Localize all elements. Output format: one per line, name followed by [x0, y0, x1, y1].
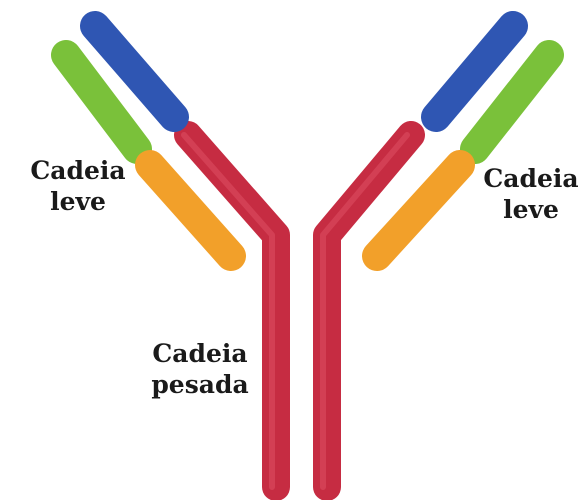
light-chain-label-right: Cadeia leve	[475, 163, 587, 225]
heavy-chain	[184, 135, 411, 487]
heavy-chain-right-strand	[327, 135, 411, 487]
label-line: Cadeia	[475, 163, 587, 194]
label-line: Cadeia	[14, 155, 142, 186]
heavy-chain-label: Cadeia pesada	[140, 338, 260, 400]
heavy-variable-regions	[95, 26, 513, 117]
label-line: pesada	[140, 369, 260, 400]
label-line: Cadeia	[140, 338, 260, 369]
light-chain-label-left: Cadeia leve	[14, 155, 142, 217]
label-line: leve	[14, 186, 142, 217]
label-line: leve	[475, 194, 587, 225]
